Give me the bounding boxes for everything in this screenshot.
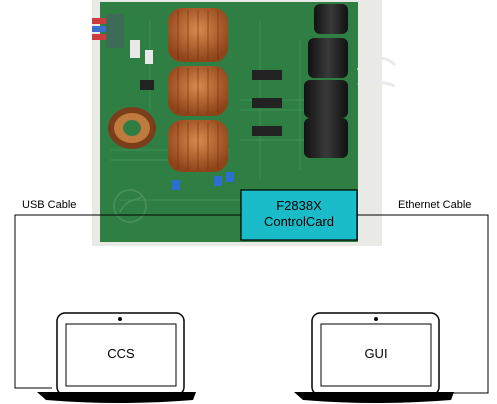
control-card-line1: F2838X xyxy=(276,198,322,213)
control-card-box xyxy=(240,189,358,241)
usb-cable-label: USB Cable xyxy=(22,199,77,211)
toroid-inductor xyxy=(108,107,156,149)
usb-cable-line xyxy=(14,214,241,389)
connection-lines xyxy=(14,214,489,394)
right-laptop-icon xyxy=(294,312,454,403)
ethernet-cable-line xyxy=(357,214,489,394)
control-card-line2: ControlCard xyxy=(263,214,335,229)
ethernet-cable-label: Ethernet Cable xyxy=(398,199,472,211)
control-card-label: F2838X ControlCard xyxy=(241,198,357,230)
right-laptop-screen-label: GUI xyxy=(364,346,388,361)
board-photo xyxy=(92,0,397,246)
input-cables xyxy=(92,14,124,48)
capacitors xyxy=(304,4,348,158)
power-inductors xyxy=(168,8,228,172)
left-laptop-screen-label: CCS xyxy=(107,346,135,361)
left-laptop-icon xyxy=(37,312,196,403)
